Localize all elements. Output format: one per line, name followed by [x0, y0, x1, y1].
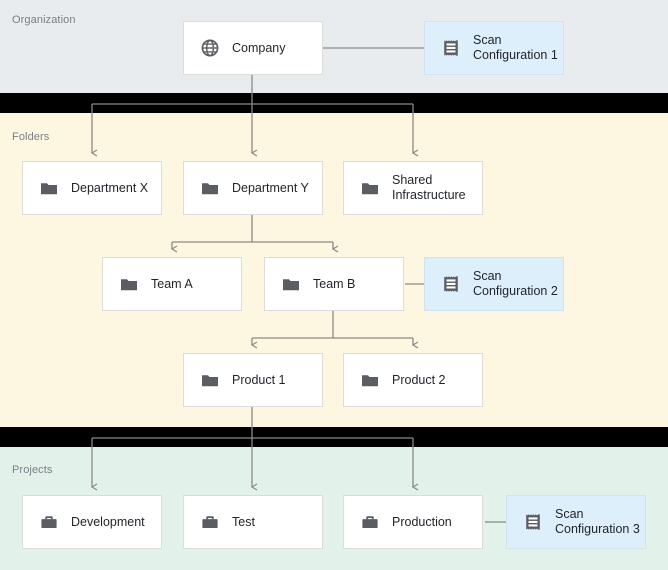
node-product-2[interactable]: Product 2	[343, 353, 483, 407]
section-divider-2	[0, 427, 668, 447]
node-label: Production	[392, 514, 452, 529]
node-development[interactable]: Development	[22, 495, 162, 549]
node-label: Team A	[151, 276, 193, 291]
briefcase-icon	[41, 516, 57, 528]
section-label-organization: Organization	[12, 14, 76, 26]
node-scan-configuration-2[interactable]: Scan Configuration 2	[424, 257, 564, 311]
node-scan-configuration-3[interactable]: Scan Configuration 3	[506, 495, 646, 549]
node-label: Department Y	[232, 180, 309, 195]
node-label: Development	[71, 514, 145, 529]
scan-config-icon	[526, 514, 540, 530]
node-label: Department X	[71, 180, 149, 195]
folder-icon	[362, 375, 378, 387]
node-label: Product 2	[392, 372, 446, 387]
section-label-folders: Folders	[12, 131, 50, 143]
node-label: Product 1	[232, 372, 286, 387]
node-team-b[interactable]: Team B	[264, 257, 404, 311]
folder-icon	[121, 279, 137, 291]
scan-config-icon	[444, 40, 458, 56]
node-production[interactable]: Production	[343, 495, 483, 549]
folder-icon	[362, 183, 378, 195]
node-department-x[interactable]: Department X	[22, 161, 162, 215]
node-label: Scan Configuration 3	[555, 507, 640, 536]
folder-icon	[41, 183, 57, 195]
section-divider-1	[0, 93, 668, 113]
node-label: Shared Infrastructure	[392, 173, 466, 202]
node-label: Scan Configuration 1	[473, 33, 558, 62]
node-label: Team B	[313, 276, 356, 291]
node-label: Scan Configuration 2	[473, 269, 558, 298]
briefcase-icon	[202, 516, 218, 528]
node-scan-configuration-1[interactable]: Scan Configuration 1	[424, 21, 564, 75]
folder-icon	[202, 375, 218, 387]
section-label-projects: Projects	[12, 464, 53, 476]
node-product-1[interactable]: Product 1	[183, 353, 323, 407]
node-company[interactable]: Company	[183, 21, 323, 75]
node-label: Company	[232, 40, 286, 55]
node-team-a[interactable]: Team A	[102, 257, 242, 311]
node-shared-infrastructure[interactable]: Shared Infrastructure	[343, 161, 483, 215]
folder-icon	[202, 183, 218, 195]
folder-icon	[283, 279, 299, 291]
briefcase-icon	[362, 516, 378, 528]
node-department-y[interactable]: Department Y	[183, 161, 323, 215]
globe-icon	[201, 39, 219, 57]
node-label: Test	[232, 514, 255, 529]
section-organization	[0, 0, 668, 93]
node-test[interactable]: Test	[183, 495, 323, 549]
scan-config-icon	[444, 276, 458, 292]
